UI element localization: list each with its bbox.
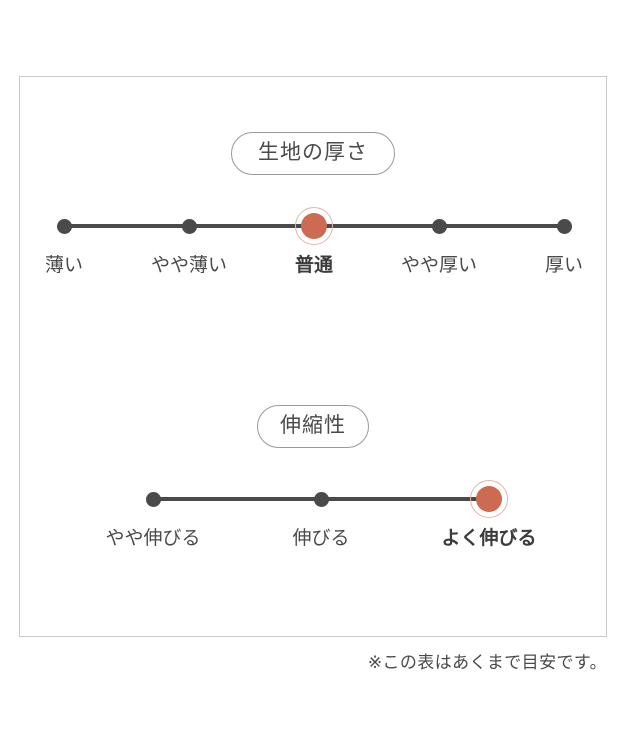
scale-label-1: やや薄い (150, 254, 228, 276)
footnote-disclaimer: ※この表はあくまで目安です。 (367, 653, 607, 673)
dot-icon (556, 218, 572, 234)
scale-label-3: やや厚い (400, 254, 478, 276)
section-fabric-thickness: 生地の厚さ 薄い やや薄い 普通 やや厚い 厚い (20, 132, 606, 295)
scale-labels: やや伸びる 伸びる よく伸びる (105, 524, 536, 554)
dot-icon (313, 491, 329, 507)
scale-label-2-selected: 普通 (294, 254, 334, 276)
scale-dots (56, 207, 572, 245)
scale-label-1: 伸びる (292, 527, 350, 549)
scale-dots (145, 480, 508, 518)
section-heading-row: 伸縮性 (20, 405, 606, 448)
selected-ring-icon (295, 207, 333, 245)
scale-labels: 薄い やや薄い 普通 やや厚い 厚い (45, 251, 583, 281)
selected-ring-icon (470, 480, 508, 518)
dot-icon-selected (476, 486, 502, 512)
scale-label-2-selected: よく伸びる (441, 527, 537, 549)
dot-icon-selected (301, 213, 327, 239)
dot-icon (431, 218, 447, 234)
dot-icon (181, 218, 197, 234)
scale-fabric-thickness: 薄い やや薄い 普通 やや厚い 厚い (20, 207, 606, 295)
spec-frame: 生地の厚さ 薄い やや薄い 普通 やや厚い 厚い (19, 76, 607, 637)
scale-label-0: 薄い (44, 254, 84, 276)
section-stretchiness: 伸縮性 やや伸びる 伸びる よく伸びる (20, 405, 606, 568)
dot-icon (145, 491, 161, 507)
scale-stretchiness: やや伸びる 伸びる よく伸びる (20, 480, 606, 568)
heading-pill-stretchiness: 伸縮性 (257, 405, 369, 448)
section-heading-row: 生地の厚さ (20, 132, 606, 175)
scale-label-0: やや伸びる (105, 527, 201, 549)
scale-label-4: 厚い (544, 254, 584, 276)
dot-icon (56, 218, 72, 234)
heading-pill-fabric-thickness: 生地の厚さ (231, 132, 395, 175)
